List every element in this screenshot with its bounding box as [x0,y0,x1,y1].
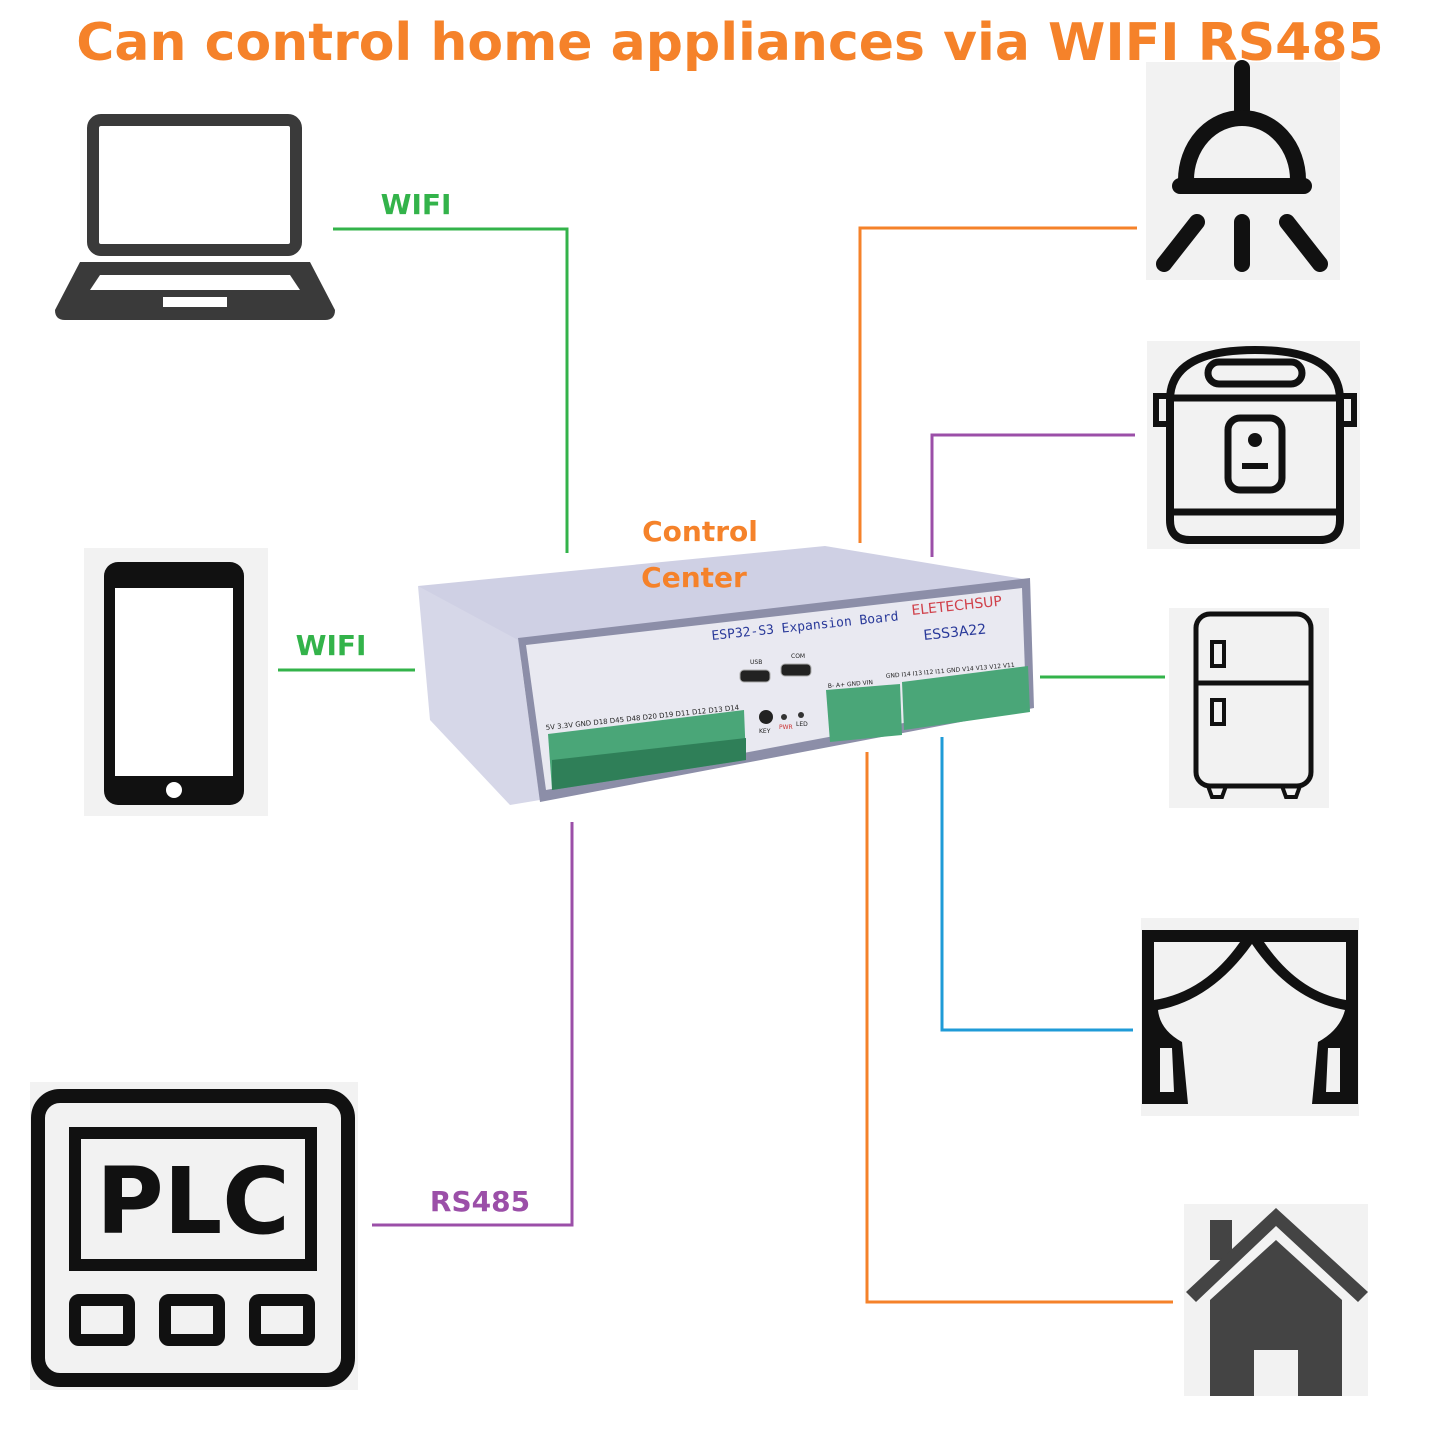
plc-rs485-line [372,822,574,1227]
com-port [780,663,812,677]
curtain-line [940,737,1133,1032]
led-label: LED [796,721,808,728]
house-icon [1184,1204,1368,1396]
rice-cooker-icon [1147,341,1360,549]
com-label: COM [791,653,805,660]
lamp-line [858,226,1137,543]
usb-label: USB [750,659,762,666]
house-line [865,752,1173,1304]
laptop-link-label: WIFI [381,188,452,221]
control-center-device: ESP32-S3 Expansion Board ELETECHSUP ESS3… [418,546,1034,805]
rs485-pin-labels: B- A+ GND VIN [828,679,874,690]
ceiling-lamp-icon [1146,60,1340,280]
curtain-icon [1141,918,1359,1116]
plc-label: PLC [96,1148,290,1255]
control-center-label-2: Center [641,561,747,594]
key-button [759,710,773,724]
phone-link-label: WIFI [296,629,367,662]
plc-link-label: RS485 [430,1185,530,1218]
laptop-icon [55,114,335,320]
pwr-label: PWR [779,724,793,731]
plc-icon: PLC [30,1082,358,1390]
model-label: ESS3A22 [923,621,987,643]
cooker-line [930,433,1135,557]
control-center-label-1: Control [642,515,758,548]
laptop-wifi-line [333,227,569,553]
smartphone-icon [84,548,268,816]
key-label: KEY [759,728,771,735]
usb-port [739,669,771,683]
refrigerator-icon [1169,608,1329,808]
